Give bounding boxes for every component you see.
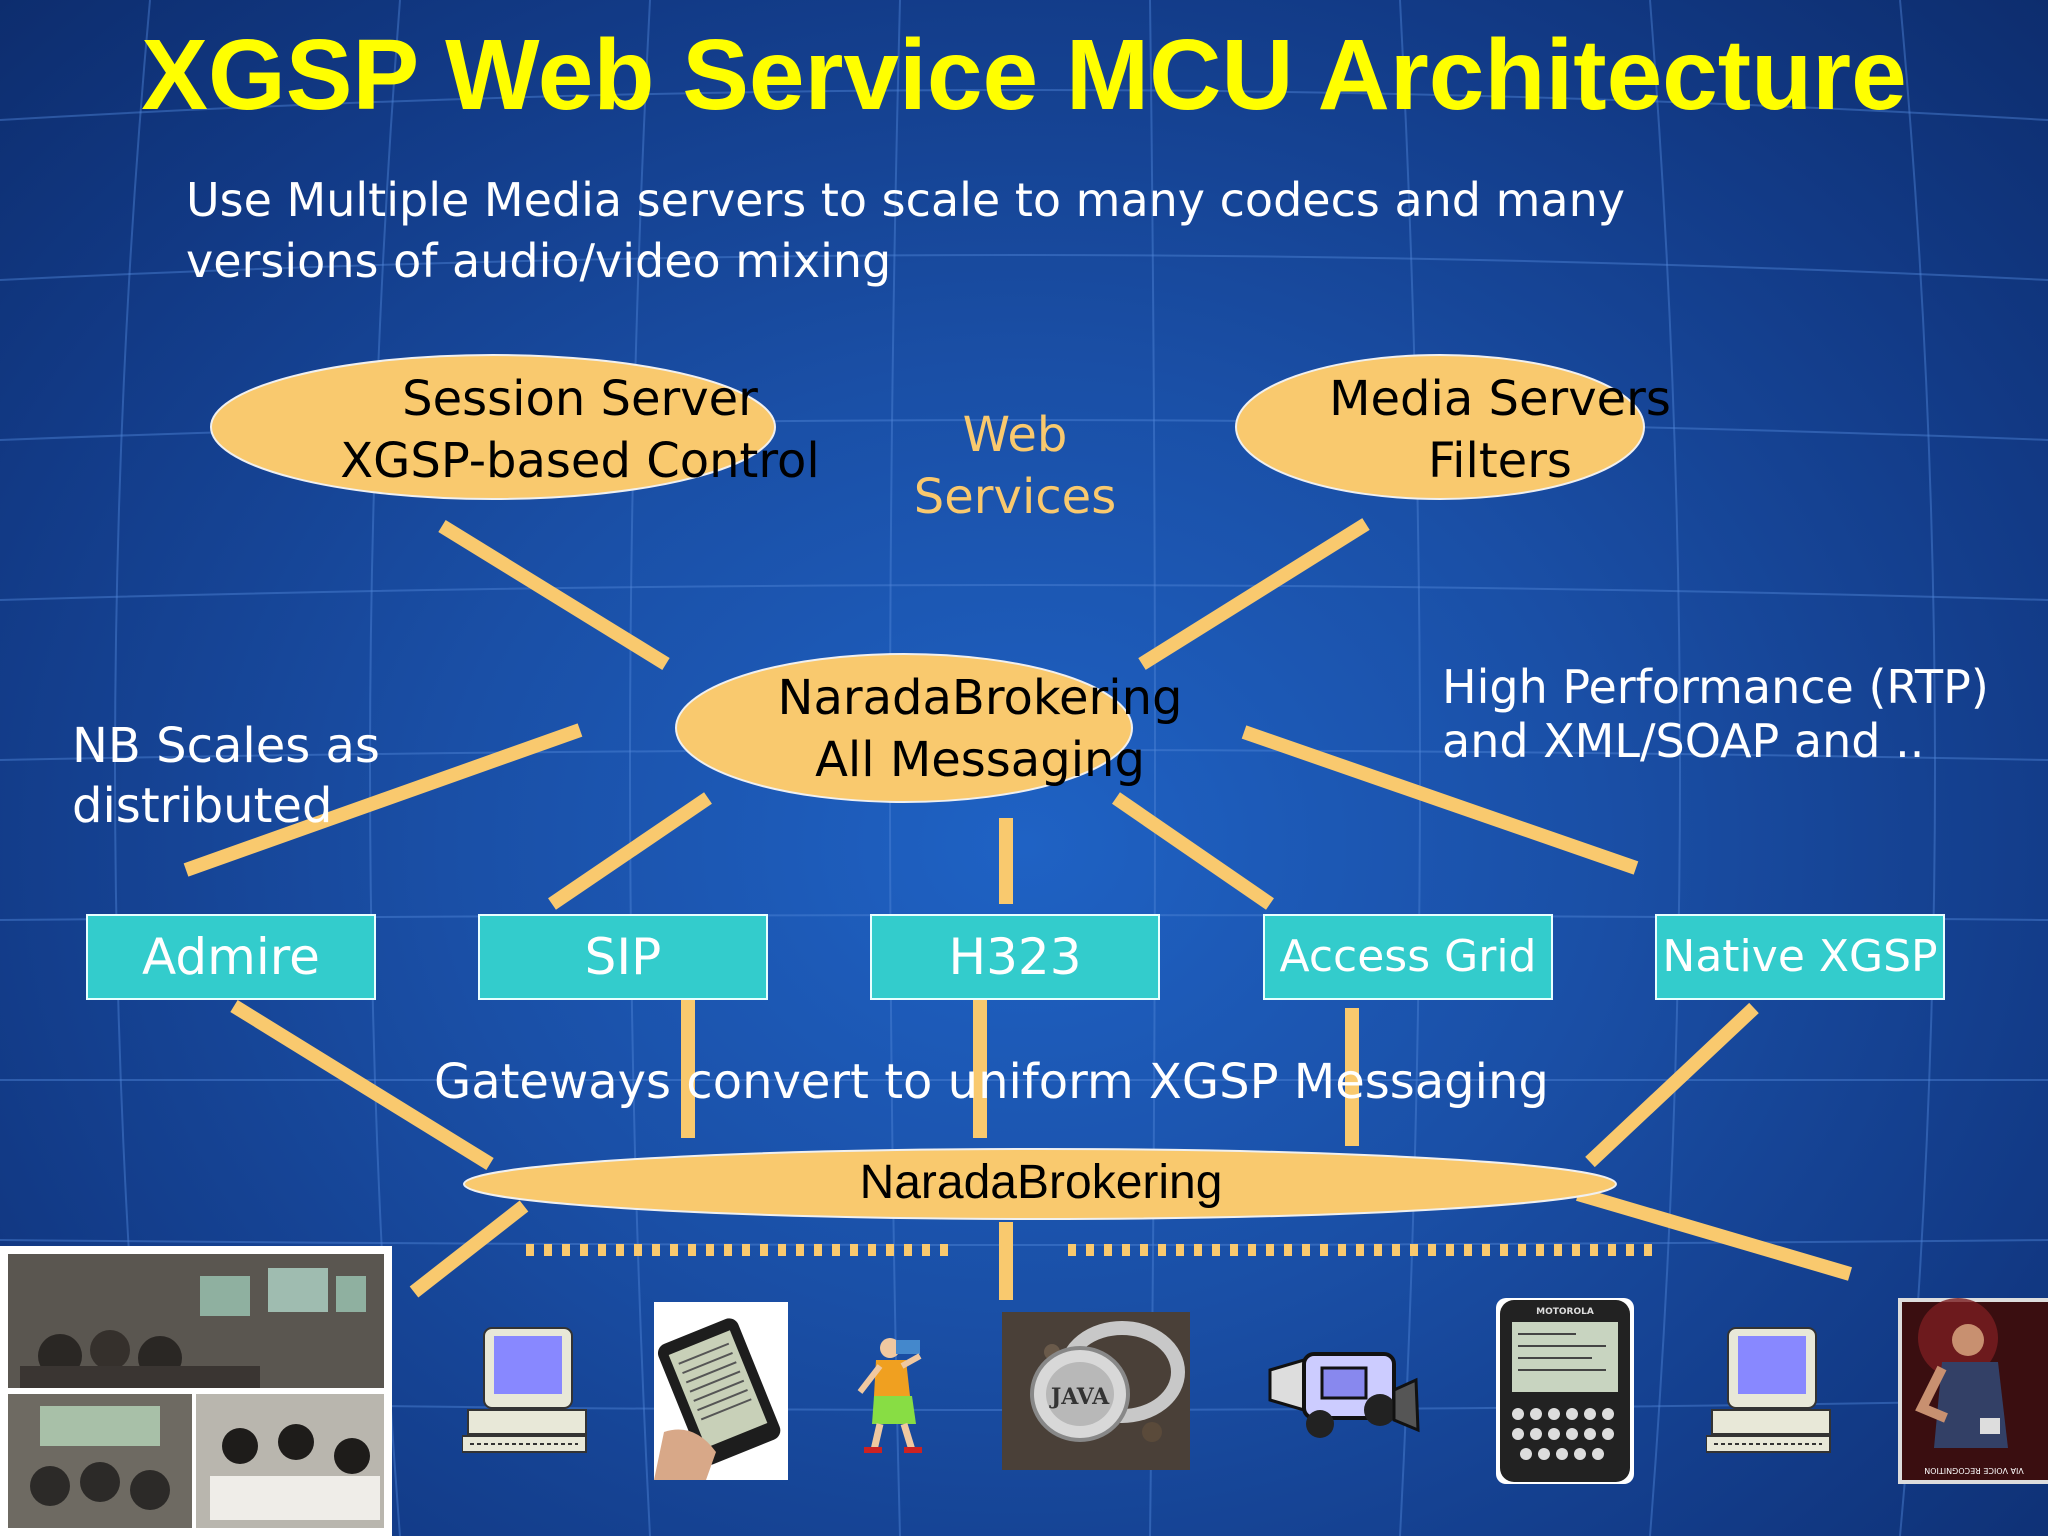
narada-top-label: NaradaBrokering All Messaging [740, 667, 1220, 791]
connector-narada-to-sip [548, 792, 712, 910]
media-servers-ellipse [1235, 354, 1645, 500]
subtitle-line-1: Use Multiple Media servers to scale to m… [186, 173, 1625, 227]
media-servers-line-1: Media Servers [1329, 371, 1671, 427]
voice-recognition-photo: VIA VOICE RECOGNITION [1898, 1298, 2048, 1484]
java-ring-text: JAVA [1049, 1384, 1110, 1410]
narada-top-ellipse [675, 653, 1133, 803]
narada-top-line-1: NaradaBrokering [777, 670, 1183, 726]
session-server-line-2: XGSP-based Control [340, 433, 820, 489]
voice-recognition-caption: VIA VOICE RECOGNITION [1924, 1466, 2024, 1475]
nb-scales-line-1: NB Scales as [72, 718, 380, 774]
connector-admire-to-nb [230, 1000, 494, 1170]
web-services-line-1: Web [962, 407, 1068, 463]
motorola-brand-text: MOTOROLA [1536, 1307, 1594, 1317]
desktop-computer-icon-2 [1706, 1327, 1831, 1453]
connector-nb-to-voice [1576, 1187, 1852, 1281]
gateway-sip: SIP [478, 914, 768, 1000]
session-server-line-1: Session Server [402, 371, 758, 427]
connector-narada-to-nb-scales [183, 723, 583, 877]
high-performance-line-2: and XML/SOAP and .. [1442, 714, 1925, 768]
connector-narada-to-accessgrid [1112, 792, 1274, 910]
connector-nb-to-photo [409, 1200, 529, 1298]
web-services-label: Web Services [860, 404, 1170, 528]
nb-scales-label: NB Scales as distributed [72, 716, 380, 836]
gateway-h323: H323 [870, 914, 1160, 1000]
narada-top-line-2: All Messaging [815, 732, 1145, 788]
media-servers-line-2: Filters [1428, 433, 1572, 489]
connector-nativexgsp-to-nb [1585, 1002, 1759, 1168]
high-performance-label: High Performance (RTP) and XML/SOAP and … [1442, 660, 1989, 768]
web-services-line-2: Services [913, 469, 1117, 525]
photographer-figure-icon [857, 1338, 922, 1453]
video-camera-icon [1268, 1352, 1420, 1438]
slide-title: XGSP Web Service MCU Architecture [141, 19, 1907, 131]
media-servers-label: Media Servers Filters [1290, 368, 1710, 492]
ebook-reader-icon [654, 1302, 788, 1480]
session-server-label: Session Server XGSP-based Control [300, 368, 860, 492]
narada-bottom-ellipse [463, 1148, 1617, 1220]
gateway-admire: Admire [86, 914, 376, 1000]
java-ring-icon: JAVA [1002, 1312, 1190, 1470]
desktop-computer-icon [462, 1327, 587, 1453]
motorola-pager-icon: MOTOROLA [1496, 1298, 1634, 1484]
connector-session-to-narada [438, 520, 670, 670]
video-conference-photo [0, 1246, 392, 1536]
nb-scales-line-2: distributed [72, 778, 333, 834]
gateway-access-grid: Access Grid [1263, 914, 1553, 1000]
session-server-ellipse [210, 354, 776, 500]
slide-subtitle: Use Multiple Media servers to scale to m… [186, 170, 1886, 292]
high-performance-line-1: High Performance (RTP) [1442, 660, 1989, 714]
gateways-caption: Gateways convert to uniform XGSP Messagi… [434, 1054, 1549, 1110]
connector-media-to-narada [1138, 518, 1370, 670]
narada-bottom-label: NaradaBrokering [859, 1156, 1223, 1209]
gateway-native-xgsp: Native XGSP [1655, 914, 1945, 1000]
connector-narada-to-highperf [1241, 725, 1639, 875]
subtitle-line-2: versions of audio/video mixing [186, 234, 892, 288]
